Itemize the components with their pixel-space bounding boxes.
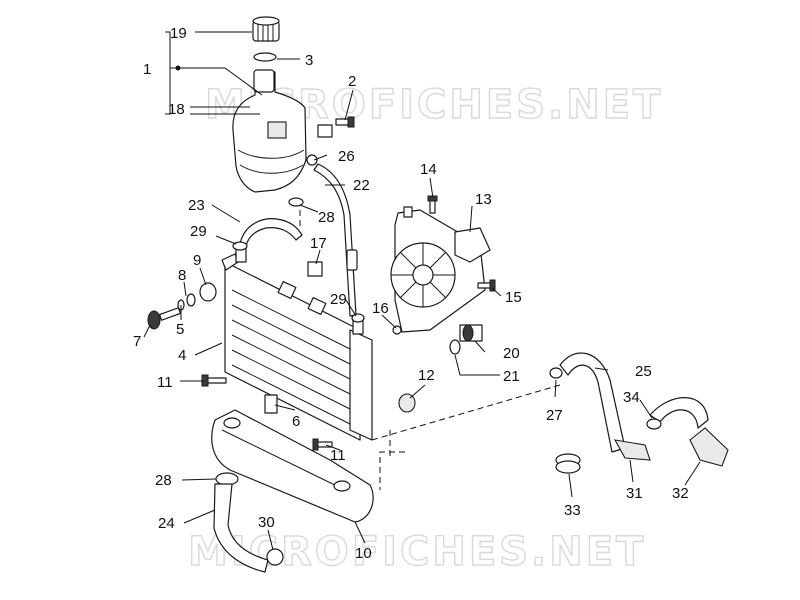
callout-5: 5 <box>176 321 184 338</box>
radiator-bracket <box>307 261 323 277</box>
fan-screw-top <box>427 195 438 214</box>
spacer-6 <box>264 394 278 414</box>
callout-2: 2 <box>348 73 356 90</box>
callout-22: 22 <box>353 177 370 194</box>
o-ring-21 <box>449 339 461 355</box>
callout-1: 1 <box>143 61 151 78</box>
callout-6: 6 <box>292 413 300 430</box>
hose-34 <box>649 397 709 429</box>
callout-19: 19 <box>170 25 187 42</box>
callout-28-lower: 28 <box>155 472 172 489</box>
callout-7: 7 <box>133 333 141 350</box>
callout-29-left: 29 <box>190 223 207 240</box>
filler-cap <box>252 16 280 42</box>
callout-16: 16 <box>372 300 389 317</box>
callout-11-left: 11 <box>157 374 173 391</box>
clamp-30 <box>266 548 284 566</box>
callout-23: 23 <box>188 197 205 214</box>
callout-9: 9 <box>193 252 201 269</box>
clamp-27 <box>549 367 563 379</box>
callout-10: 10 <box>355 545 372 562</box>
mounting-clip <box>317 124 333 138</box>
fan-screw-side <box>477 279 496 292</box>
callout-20: 20 <box>503 345 520 362</box>
callout-18: 18 <box>168 101 185 118</box>
leader-lines <box>143 31 701 551</box>
clamp-33 <box>555 453 581 474</box>
callout-26: 26 <box>338 148 355 165</box>
cap-seal-ring <box>253 52 277 62</box>
callout-34: 34 <box>623 389 640 406</box>
callout-17: 17 <box>310 235 327 252</box>
callout-28-upper: 28 <box>318 209 335 226</box>
callout-25: 25 <box>635 363 652 380</box>
thermo-switch <box>459 324 483 342</box>
callout-24: 24 <box>158 515 175 532</box>
clamp-28-lower <box>215 472 239 486</box>
expansion-tank-group <box>232 16 355 207</box>
callout-labels: 19 3 1 2 18 26 22 14 13 23 28 29 17 9 8 … <box>133 25 689 562</box>
cooling-fan-assembly <box>390 206 491 333</box>
cover-32 <box>689 427 729 467</box>
washer-16 <box>392 325 402 335</box>
callout-32: 32 <box>672 485 689 502</box>
callout-15: 15 <box>505 289 522 306</box>
callout-21: 21 <box>503 368 520 385</box>
callout-30: 30 <box>258 514 275 531</box>
bolt-11-lower <box>312 438 333 451</box>
tank-bolt <box>335 116 355 128</box>
pipe-31 <box>613 439 651 461</box>
callout-4: 4 <box>178 347 186 364</box>
callout-14: 14 <box>420 161 437 178</box>
lower-hose-24 <box>213 483 269 573</box>
callout-27: 27 <box>546 407 563 424</box>
grommet-12 <box>398 393 416 413</box>
callout-8: 8 <box>178 267 186 284</box>
callout-3: 3 <box>305 52 313 69</box>
callout-12: 12 <box>418 367 435 384</box>
callout-11-lower: 11 <box>330 447 346 464</box>
callout-31: 31 <box>626 485 643 502</box>
bolt-11-left <box>201 374 227 387</box>
callout-13: 13 <box>475 191 492 208</box>
callout-33: 33 <box>564 502 581 519</box>
upper-hose-23 <box>239 218 303 247</box>
hose-25 <box>559 352 626 453</box>
callout-29-right: 29 <box>330 291 347 308</box>
